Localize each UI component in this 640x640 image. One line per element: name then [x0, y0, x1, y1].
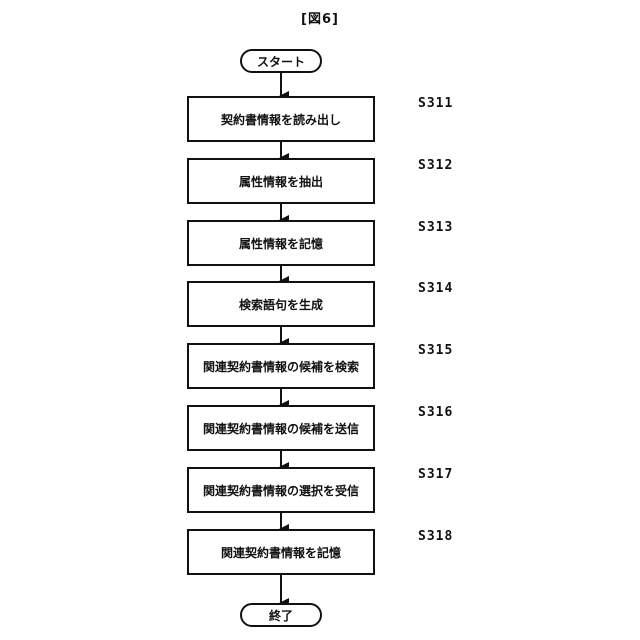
- step-box-s316: 関連契約書情報の候補を送信: [187, 405, 375, 451]
- step-box-s311: 契約書情報を読み出し: [187, 96, 375, 142]
- step-box-s312: 属性情報を抽出: [187, 158, 375, 204]
- step-box-s315: 関連契約書情報の候補を検索: [187, 343, 375, 389]
- step-id-s313: S313: [418, 220, 453, 235]
- step-id-s315: S315: [418, 343, 453, 358]
- step-box-s313: 属性情報を記憶: [187, 220, 375, 266]
- figure-title: [図6]: [0, 8, 640, 27]
- step-id-s316: S316: [418, 405, 453, 420]
- start-terminal: スタート: [240, 49, 322, 73]
- step-box-s318: 関連契約書情報を記憶: [187, 529, 375, 575]
- step-id-s318: S318: [418, 529, 453, 544]
- step-id-s314: S314: [418, 281, 453, 296]
- step-id-s311: S311: [418, 96, 453, 111]
- step-box-s317: 関連契約書情報の選択を受信: [187, 467, 375, 513]
- step-box-s314: 検索語句を生成: [187, 281, 375, 327]
- step-id-s312: S312: [418, 158, 453, 173]
- step-id-s317: S317: [418, 467, 453, 482]
- end-terminal: 終了: [240, 603, 322, 627]
